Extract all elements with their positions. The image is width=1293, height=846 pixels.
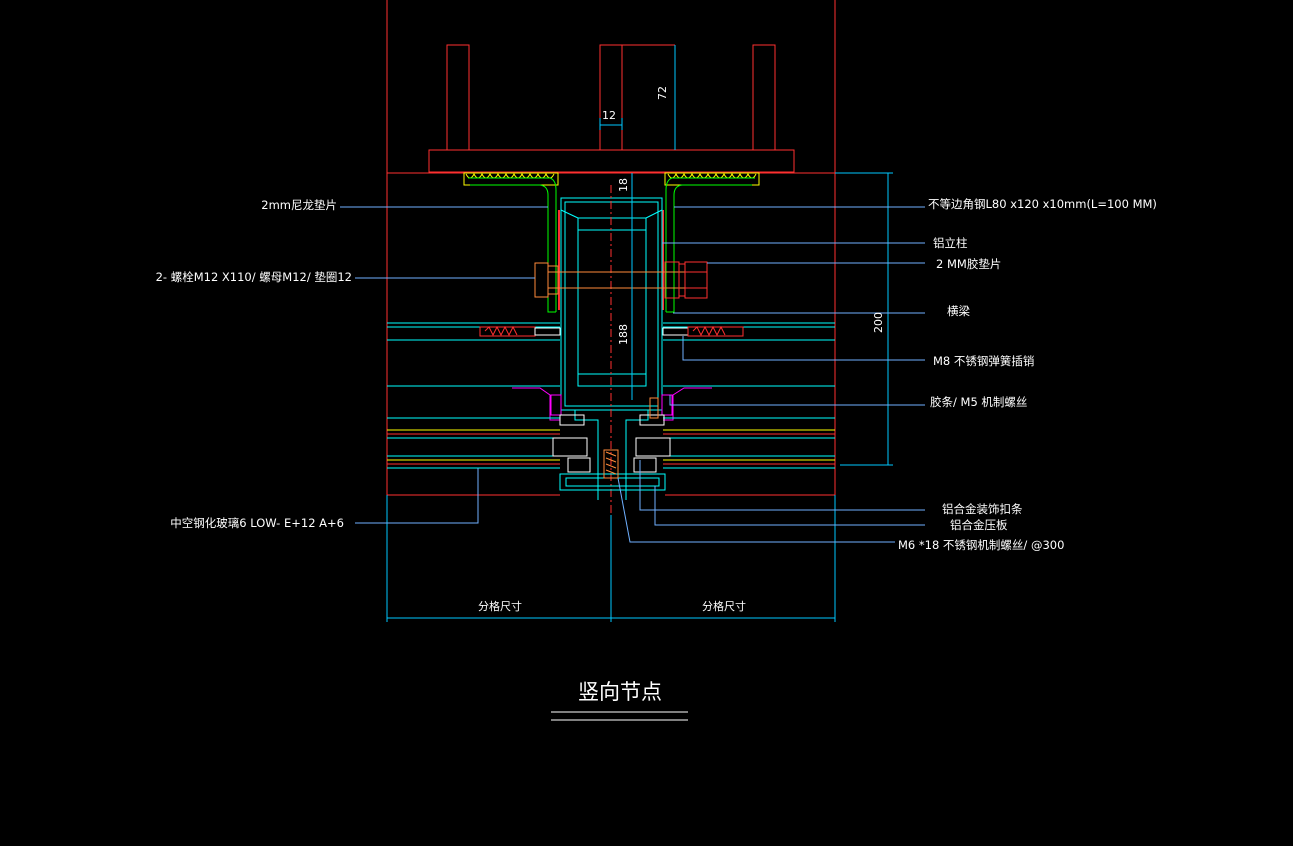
label-gasket-screw: 胶条/ M5 机制螺丝	[930, 395, 1027, 409]
weld-beads	[463, 172, 760, 186]
dim-rod-width: 12	[602, 109, 616, 122]
spacer-blocks	[552, 414, 671, 473]
bolt	[534, 261, 708, 299]
label-pressure-plate: 铝合金压板	[950, 518, 1008, 532]
label-angle-steel: 不等边角钢L80 x120 x10mm(L=100 MM)	[928, 197, 1157, 211]
label-nylon-pad: 2mm尼龙垫片	[261, 198, 337, 212]
label-aluminum-mullion: 铝立柱	[933, 236, 968, 250]
dim-module-right: 分格尺寸	[702, 599, 746, 613]
dim-module-left: 分格尺寸	[478, 599, 522, 613]
embed-plate	[428, 44, 795, 173]
label-cover-cap: 铝合金装饰扣条	[942, 502, 1023, 516]
drawing-title: 竖向节点	[578, 680, 662, 704]
dim-mullion-depth: 188	[617, 324, 630, 345]
dim-total-depth: 200	[872, 312, 885, 333]
spring-pins	[479, 325, 744, 337]
gaskets	[512, 387, 712, 421]
angle-brackets	[468, 177, 755, 313]
leader-lines	[340, 206, 925, 543]
dim-rod-height: 72	[656, 86, 669, 100]
label-bolt: 2- 螺栓M12 X110/ 螺母M12/ 垫圈12	[156, 270, 352, 284]
dim-gap-top: 18	[617, 178, 630, 192]
pressure-plate	[559, 397, 666, 491]
insulated-glass	[387, 417, 835, 469]
outline-lines	[386, 0, 836, 496]
label-spring-pin: M8 不锈钢弹簧插销	[933, 354, 1034, 368]
dimension-lines	[386, 45, 893, 622]
label-glass: 中空钢化玻璃6 LOW- E+12 A+6	[170, 516, 344, 530]
label-rubber-pad: 2 MM胶垫片	[936, 257, 1001, 271]
label-transom: 横梁	[947, 304, 970, 318]
label-machine-screw: M6 *18 不锈钢机制螺丝/ @300	[898, 538, 1064, 552]
nylon-pads	[558, 210, 664, 310]
